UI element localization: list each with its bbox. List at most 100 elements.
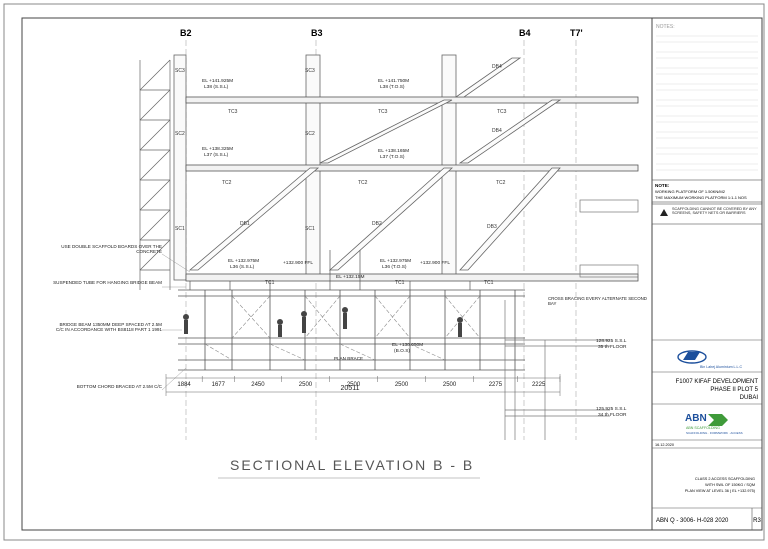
notes-header: NOTES:	[656, 24, 675, 30]
note-boards: USE DOUBLE SCAFFOLD BOARDS OVER THE CONC…	[61, 244, 162, 254]
dimension-span: 2500	[395, 382, 409, 388]
note-cross-box: CROSS BRACING EVERY ALTERNATE SECOND BAY	[548, 296, 647, 306]
abn-tagline: SCAFFOLDING . FORMWORK . ACCESS	[686, 431, 743, 435]
label-sc1-a: SC1	[175, 226, 185, 232]
level-38-top: EL +141.750M	[378, 78, 409, 84]
project-line-2: PHASE II PLOT 5	[710, 387, 758, 393]
label-tc2-a: TC2	[222, 180, 232, 186]
warning-text-box: SCAFFOLDING CANNOT BE COVERED BY ANY SCR…	[672, 207, 757, 215]
level-37-top: EL +138.165M	[378, 148, 409, 154]
cross-bracing	[204, 295, 481, 361]
label-sc1-b: SC1	[305, 226, 315, 232]
level-36-top-name: L36 (T.O.S)	[382, 264, 407, 270]
level-35-el: 128.925 S.S.L	[596, 338, 627, 344]
label-sc3-b: SC3	[305, 68, 315, 74]
abn-logo: ABN ABN SCAFFOLDING SCAFFOLDING . FORMWO…	[685, 413, 743, 435]
outer-border	[3, 3, 765, 541]
note-suspended: SUSPENDED TUBE FOR HANGING BRIDGE BEAM	[53, 280, 162, 285]
note-plan-brace: PLAN BRACE	[334, 356, 363, 361]
left-tower-scaffold	[139, 59, 171, 290]
project-line-1: F1007 KIFAF DEVELOPMENT	[676, 379, 759, 385]
abn-logo-arrow	[708, 414, 728, 426]
level-34-el: 125.925 S.S.L	[596, 406, 627, 412]
label-db1: DB1	[240, 221, 250, 227]
grid-label-b2: B2	[180, 28, 192, 38]
note-bottom-chord-box: BOTTOM CHORD BRACED AT 2.5M C/C	[76, 384, 162, 389]
note-suspended-box: SUSPENDED TUBE FOR HANGING BRIDGE BEAM	[53, 280, 162, 285]
floor-beams	[185, 96, 639, 282]
level-36-ffl-b: +132.900 FFL	[420, 260, 450, 266]
title-block-rows	[652, 339, 762, 530]
dimension-span: 2450	[251, 382, 265, 388]
level-36-el: EL +132.975M	[228, 258, 259, 264]
drawing-title: SECTIONAL ELEVATION B - B	[230, 457, 474, 473]
level-36-ffl: +132.900 FFL	[283, 260, 313, 266]
level-37-top-name: L37 (T.O.S)	[380, 154, 405, 160]
level-bottom-name: (B.O.S)	[394, 348, 410, 354]
dimension-span: 2275	[489, 382, 503, 388]
warning-text: SCAFFOLDING CANNOT BE COVERED BY ANY SCR…	[672, 207, 757, 215]
dimension-span: 2500	[347, 382, 361, 388]
label-db4-a: DB4	[492, 64, 502, 70]
label-sc3-a: SC3	[175, 68, 185, 74]
abn-logo-text: ABN	[685, 413, 707, 424]
level-38-top-name: L38 (T.O.S)	[380, 84, 405, 90]
drawing-revision: R3	[753, 518, 761, 524]
description-line-3: PLAN VIEW AT LEVEL 36 ( EL +132.975)	[685, 489, 756, 493]
dimension-span: 2225	[532, 382, 546, 388]
note-working-2: THE MAXIMUM WORKING PLATFORM 1:1-1 NOS	[655, 195, 747, 200]
drawing-date: 16.12.2020	[655, 443, 674, 447]
grid-label-t7: T7'	[570, 28, 583, 38]
label-db3: DB3	[487, 224, 497, 230]
notes-lines	[656, 35, 758, 171]
level-38-name: L38 (S.S.L)	[204, 84, 229, 90]
label-tc1-a: TC1	[265, 280, 275, 286]
label-sc2-b: SC2	[305, 131, 315, 137]
level-36-name: L36 (S.S.L)	[230, 264, 255, 270]
hanging-tubes	[189, 250, 471, 290]
dimension-total: 20511	[341, 385, 360, 392]
label-tc2-c: TC2	[496, 180, 506, 186]
level-37-el: EL +138.325M	[202, 146, 233, 152]
bla-company: Bin Lahej Aluminium L.L.C	[700, 365, 743, 369]
note-bridge-box: BRIDGE BEAM 1350MM DEEP SPACED AT 2.5M C…	[55, 322, 162, 332]
note-box	[651, 179, 763, 203]
dimension-span: 2500	[299, 382, 313, 388]
drawing-number: ABN Q - 3006- H-028 2020	[656, 518, 729, 524]
label-tc3-c: TC3	[497, 109, 507, 115]
note-working-1: WORKING PLATFORM OF 1.50KN/M2	[655, 189, 726, 194]
level-bottom-el: EL +130.050M	[392, 342, 423, 348]
level-34-floor: 34 th FLOOR	[598, 412, 627, 418]
bla-logo: Bin Lahej Aluminium L.L.C	[677, 350, 743, 369]
label-tc1-b: TC1	[395, 280, 405, 286]
label-db4-b: DB4	[492, 128, 502, 134]
label-tc3-a: TC3	[228, 109, 238, 115]
level-38-el: EL +141.925M	[202, 78, 233, 84]
note-bridge: BRIDGE BEAM 1350MM DEEP SPACED AT 2.5M C…	[55, 322, 162, 332]
note-cross: CROSS BRACING EVERY ALTERNATE SECOND BAY	[548, 296, 647, 306]
description-line-2: WITH SWL OF 150KG / SQM	[705, 483, 755, 487]
label-sc2-a: SC2	[175, 131, 185, 137]
level-36-top: EL +132.975M	[380, 258, 411, 264]
bla-logo-ring	[677, 350, 707, 364]
note-label: NOTE:	[655, 183, 670, 188]
description-line-1: CLASS 2 ACCESS SCAFFOLDING	[695, 477, 755, 481]
dimension-span: 1884	[177, 382, 191, 388]
abn-company: ABN SCAFFOLDING	[686, 426, 720, 430]
inner-border	[21, 17, 763, 531]
label-tc3-b: TC3	[378, 109, 388, 115]
note-boards-box: USE DOUBLE SCAFFOLD BOARDS OVER THE CONC…	[61, 244, 162, 254]
project-line-3: DUBAI	[740, 395, 759, 401]
label-tc2-b: TC2	[358, 180, 368, 186]
dimension-span: 1677	[212, 382, 226, 388]
worker-figures	[183, 307, 463, 337]
level-37-name: L37 (S.S.L)	[204, 152, 229, 158]
warning-icon	[660, 209, 668, 216]
label-db2: DB2	[372, 221, 382, 227]
warning-box	[651, 203, 763, 225]
level-mid-el: EL +132.15M	[336, 274, 365, 280]
note-bottom-chord: BOTTOM CHORD BRACED AT 2.5M C/C	[76, 384, 162, 389]
